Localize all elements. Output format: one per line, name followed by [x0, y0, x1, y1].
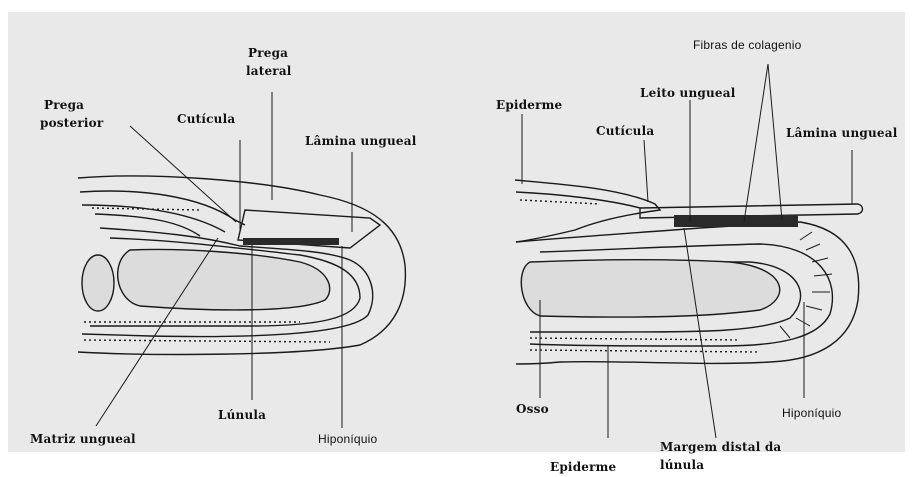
- label-matriz-ungueal: Matriz ungueal: [30, 432, 136, 446]
- left-nail-bed-band: [243, 238, 339, 245]
- label-prega-lateral-1: Prega: [248, 46, 288, 60]
- label-cuticula-left: Cutícula: [177, 112, 235, 126]
- label-osso: Osso: [516, 402, 549, 416]
- label-lamina-ungueal-left: Lâmina ungueal: [305, 134, 416, 148]
- label-prega-lateral-2: lateral: [246, 64, 292, 78]
- label-lunula-left: Lúnula: [218, 408, 266, 422]
- label-lamina-ungueal-right: Lâmina ungueal: [786, 126, 897, 140]
- label-cuticula-right: Cutícula: [596, 124, 654, 138]
- label-epiderme-top: Epiderme: [496, 98, 562, 112]
- label-leito-ungueal: Leito ungueal: [640, 86, 736, 100]
- diagram-background: [8, 12, 905, 452]
- right-nail-bed-band: [674, 215, 798, 227]
- label-epiderme-bottom: Epiderme: [550, 460, 616, 474]
- label-prega-posterior-2: posterior: [40, 116, 103, 130]
- label-margem-distal-2: lúnula: [660, 458, 704, 472]
- label-hiponiquio-right: Hiponíquio: [782, 406, 841, 420]
- label-hiponiquio-left: Hiponíquio: [318, 432, 377, 446]
- label-margem-distal-1: Margem distal da: [660, 440, 781, 454]
- label-fibras-de-colagenio: Fibras de colagenio: [693, 38, 802, 52]
- right-bone: [521, 260, 779, 317]
- label-prega-posterior-1: Prega: [44, 98, 84, 112]
